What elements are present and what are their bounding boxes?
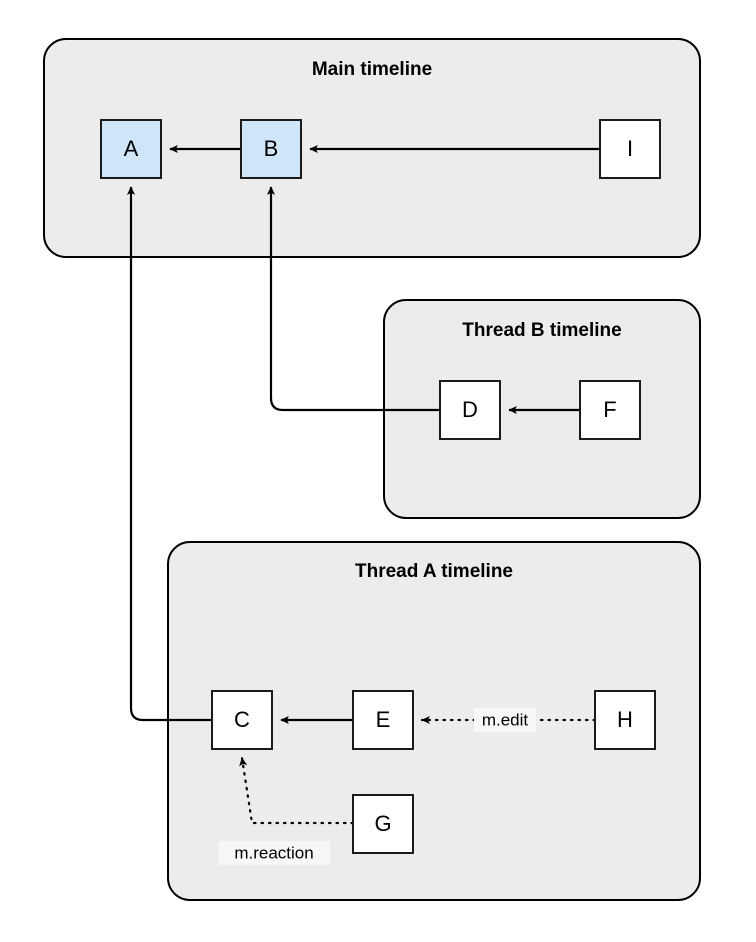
node-H-rect [594,690,656,750]
edge-label-m-edit-halo [474,708,536,732]
edge-D-to-B[interactable] [266,186,440,412]
node-C[interactable]: C [211,690,273,750]
node-G-rect [352,794,414,854]
node-D-rect [439,380,501,440]
edge-C-to-A[interactable] [126,186,212,722]
node-group: A B I D F C E [100,119,661,854]
node-E[interactable]: E [352,690,414,750]
node-I-label: I [627,136,633,161]
panel-thread-b-timeline-title: Thread B timeline [462,320,621,341]
node-F[interactable]: F [579,380,641,440]
node-D-label: D [462,397,478,422]
edge-label-group: m.edit m.reaction [219,708,536,865]
edge-label-m-reaction-halo [219,841,330,865]
panel-thread-a-timeline-title: Thread A timeline [355,561,513,582]
panel-group: Main timeline Thread B timeline Thread A… [43,38,701,901]
node-I[interactable]: I [599,119,661,179]
node-H-label: H [617,707,633,732]
node-B[interactable]: B [240,119,302,179]
edge-label-m-edit: m.edit [474,708,536,732]
node-C-rect [211,690,273,750]
node-A-rect [100,119,162,179]
edge-label-m-reaction-text: m.reaction [234,843,313,862]
node-F-rect [579,380,641,440]
node-B-label: B [264,136,279,161]
node-A[interactable]: A [100,119,162,179]
node-D[interactable]: D [439,380,501,440]
panel-main-timeline-title: Main timeline [312,59,432,80]
node-B-rect [240,119,302,179]
node-E-label: E [376,707,391,732]
edge-label-m-reaction: m.reaction [219,841,330,865]
edge-group [126,144,600,825]
node-C-label: C [234,707,250,732]
node-A-label: A [124,136,139,161]
edge-label-m-edit-text: m.edit [482,710,529,729]
node-E-rect [352,690,414,750]
node-I-rect [599,119,661,179]
edge-G-to-C[interactable] [239,756,355,825]
node-H[interactable]: H [594,690,656,750]
node-G-label: G [374,811,391,836]
node-F-label: F [603,397,616,422]
node-G[interactable]: G [352,794,414,854]
